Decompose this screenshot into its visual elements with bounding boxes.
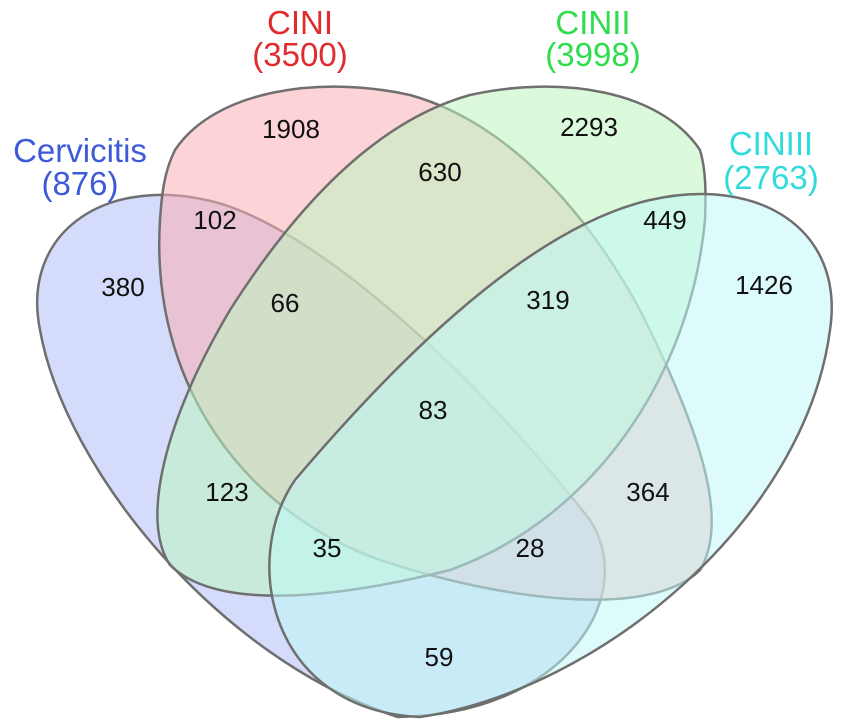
region-value-cervicitis-ciniii: 59 xyxy=(425,642,454,672)
region-value-cervicitis-cini: 102 xyxy=(193,205,236,235)
set-name-cervicitis: Cervicitis xyxy=(13,132,147,169)
set-labels: Cervicitis (876) CINI (3500) CINII (3998… xyxy=(13,4,819,202)
set-name-cini: CINI xyxy=(267,4,333,41)
region-value-cinii-ciniii: 449 xyxy=(643,205,686,235)
region-value-cervicitis-cini-cinii: 66 xyxy=(271,288,300,318)
region-value-cini-cinii: 630 xyxy=(418,157,461,187)
region-value-all-four: 83 xyxy=(419,395,448,425)
region-value-cini-cinii-ciniii: 319 xyxy=(526,285,569,315)
set-count-cervicitis: (876) xyxy=(41,165,118,202)
set-count-cinii: (3998) xyxy=(545,36,640,73)
set-count-cini: (3500) xyxy=(252,36,347,73)
set-name-cinii: CINII xyxy=(555,4,630,41)
region-value-cervicitis-cini-ciniii: 28 xyxy=(516,533,545,563)
region-labels: 380 1908 2293 1426 102 630 449 66 319 83… xyxy=(101,112,793,672)
set-count-ciniii: (2763) xyxy=(723,159,818,196)
region-value-cervicitis-cinii-ciniii: 35 xyxy=(313,533,342,563)
region-value-ciniii-only: 1426 xyxy=(735,270,793,300)
region-value-cervicitis-only: 380 xyxy=(101,272,144,302)
set-name-ciniii: CINIII xyxy=(729,125,813,162)
venn-shapes xyxy=(35,85,833,719)
region-value-cervicitis-cinii: 123 xyxy=(205,477,248,507)
set-shape-ciniii xyxy=(268,192,833,719)
region-value-cinii-only: 2293 xyxy=(560,112,618,142)
region-value-cini-ciniii: 364 xyxy=(626,477,669,507)
region-value-cini-only: 1908 xyxy=(262,114,320,144)
